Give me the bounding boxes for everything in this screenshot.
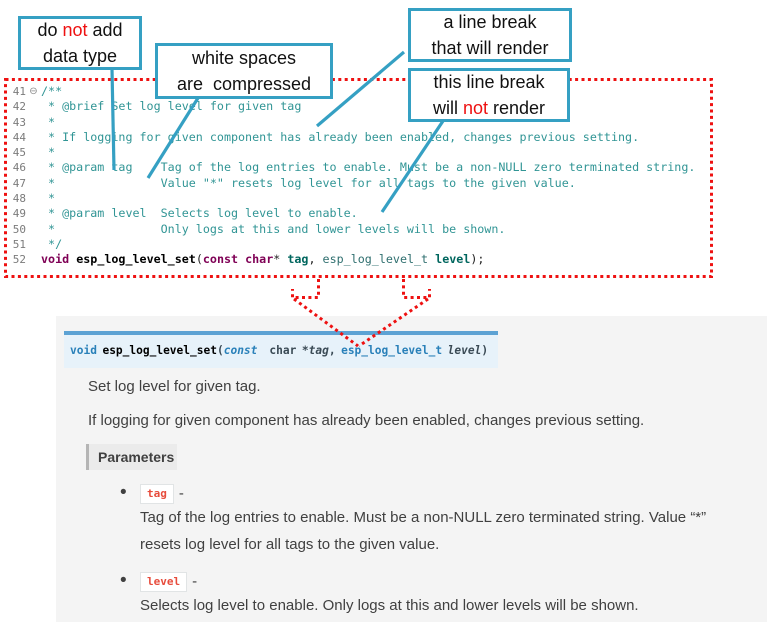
sig-function-name: esp_log_level_set — [102, 344, 217, 357]
callout-line: do not add — [37, 20, 123, 40]
line-number: 51 — [12, 237, 26, 251]
code-text: * @param level Selects log level to enab… — [41, 206, 358, 221]
param-desc-line: Tag of the log entries to enable. Must b… — [140, 509, 707, 526]
code-text: void esp_log_level_set(const char* tag, … — [41, 252, 485, 267]
code-line: 42 * @brief Set log level for given tag — [4, 99, 713, 114]
code-text: /** — [41, 84, 63, 98]
fold-gutter — [26, 191, 41, 206]
code-line: 44 * If logging for given component has … — [4, 130, 713, 145]
code-editor-panel: 41⊖/**42 * @brief Set log level for give… — [4, 78, 713, 278]
line-number: 45 — [12, 146, 26, 160]
param-desc-line: resets log level for all tags to the giv… — [140, 535, 440, 553]
sig-param-tag: tag — [308, 344, 329, 357]
callout-line: are compressed — [176, 74, 312, 94]
code-text: * — [41, 145, 56, 160]
line-number: 44 — [12, 130, 26, 144]
code-line: 51 */ — [4, 237, 713, 252]
sig-return-type: void — [70, 344, 97, 357]
arrow-right-side — [402, 279, 431, 299]
callout-line: white spaces — [191, 48, 297, 68]
sig-comma: , — [328, 344, 336, 357]
callout-break-not-renders: this line break will not render — [408, 68, 570, 122]
parameters-label: Parameters — [86, 444, 177, 470]
sig-pointer: * — [301, 344, 309, 357]
param-name-chip: level — [140, 572, 188, 592]
fold-gutter — [26, 99, 41, 114]
code-text: * If logging for given component has alr… — [41, 129, 640, 144]
line-number: 41 — [12, 85, 26, 98]
code-line: 41⊖/** — [4, 84, 713, 99]
docs-description: If logging for given component has alrea… — [88, 412, 645, 429]
function-signature: void esp_log_level_set(const char *tag, esp_… — [64, 331, 498, 368]
fold-collapse-icon: ⊖ — [29, 86, 38, 97]
fold-gutter — [26, 237, 41, 252]
code-text: * Only logs at this and lower levels wil… — [41, 221, 506, 236]
fold-gutter — [26, 222, 41, 237]
code-line: 52 void esp_log_level_set(const char* tag… — [4, 252, 713, 267]
code-line: 49 * @param level Selects log level to e… — [4, 206, 713, 221]
param-description: Tag of the log entries to enable. Must b… — [140, 505, 706, 558]
sig-type-char: char — [269, 344, 297, 357]
param-desc-line: Selects log level to enable. Only logs a… — [140, 597, 639, 614]
docs-brief: Set log level for given tag. — [88, 378, 261, 395]
line-number: 49 — [12, 207, 26, 221]
sig-paren: ( — [216, 344, 224, 357]
code-text: * @param tag Tag of the log entries to e… — [41, 160, 696, 175]
callout-line: a line break — [443, 12, 537, 32]
code-text: * — [41, 191, 56, 206]
parameter-item: level- Selects log level to enable. Only… — [120, 570, 639, 620]
line-number: 42 — [12, 100, 26, 114]
line-number: 52 — [12, 253, 26, 267]
fold-gutter — [26, 252, 41, 267]
code-line: 47 * Value "*" resets log level for all … — [4, 176, 713, 191]
fold-gutter — [26, 206, 41, 221]
param-description: Selects log level to enable. Only logs a… — [140, 593, 639, 620]
fold-gutter — [26, 145, 41, 160]
sig-paren-close: ) — [481, 344, 489, 357]
sig-const: const — [223, 344, 258, 357]
param-name-chip: tag — [140, 484, 174, 504]
callout-line: data type — [42, 46, 118, 66]
code-lines: 41⊖/**42 * @brief Set log level for give… — [4, 84, 713, 268]
callout-line: this line break — [433, 72, 545, 92]
line-number: 50 — [12, 222, 26, 236]
fold-gutter — [26, 115, 41, 130]
fold-gutter — [26, 176, 41, 191]
callout-white-spaces: white spaces are compressed — [155, 43, 333, 99]
param-dash: - — [178, 485, 184, 503]
code-text: * @brief Set log level for given tag — [41, 99, 302, 114]
param-dash: - — [192, 573, 198, 591]
callout-break-renders: a line break that will render — [408, 8, 572, 62]
line-number: 43 — [12, 115, 26, 129]
code-text: * — [41, 114, 56, 129]
callout-no-data-type: do not add data type — [18, 16, 142, 70]
code-line: 43 * — [4, 115, 713, 130]
code-line: 48 * — [4, 191, 713, 206]
fold-gutter — [26, 160, 41, 175]
sig-param-level: level — [447, 344, 482, 357]
parameter-item: tag- Tag of the log entries to enable. M… — [120, 482, 706, 558]
arrow-left-side — [291, 279, 320, 299]
callout-line: that will render — [431, 38, 549, 58]
callout-line: will not render — [432, 98, 546, 118]
code-line: 46 * @param tag Tag of the log entries t… — [4, 160, 713, 175]
line-number: 48 — [12, 192, 26, 206]
code-line: 50 * Only logs at this and lower levels … — [4, 222, 713, 237]
code-text: */ — [41, 236, 63, 251]
line-number: 47 — [12, 176, 26, 190]
sig-type-level: esp_log_level_t — [341, 344, 443, 357]
fold-gutter — [26, 130, 41, 145]
code-line: 45 * — [4, 145, 713, 160]
line-number: 46 — [12, 161, 26, 175]
code-text: * Value "*" resets log level for all tag… — [41, 175, 576, 190]
